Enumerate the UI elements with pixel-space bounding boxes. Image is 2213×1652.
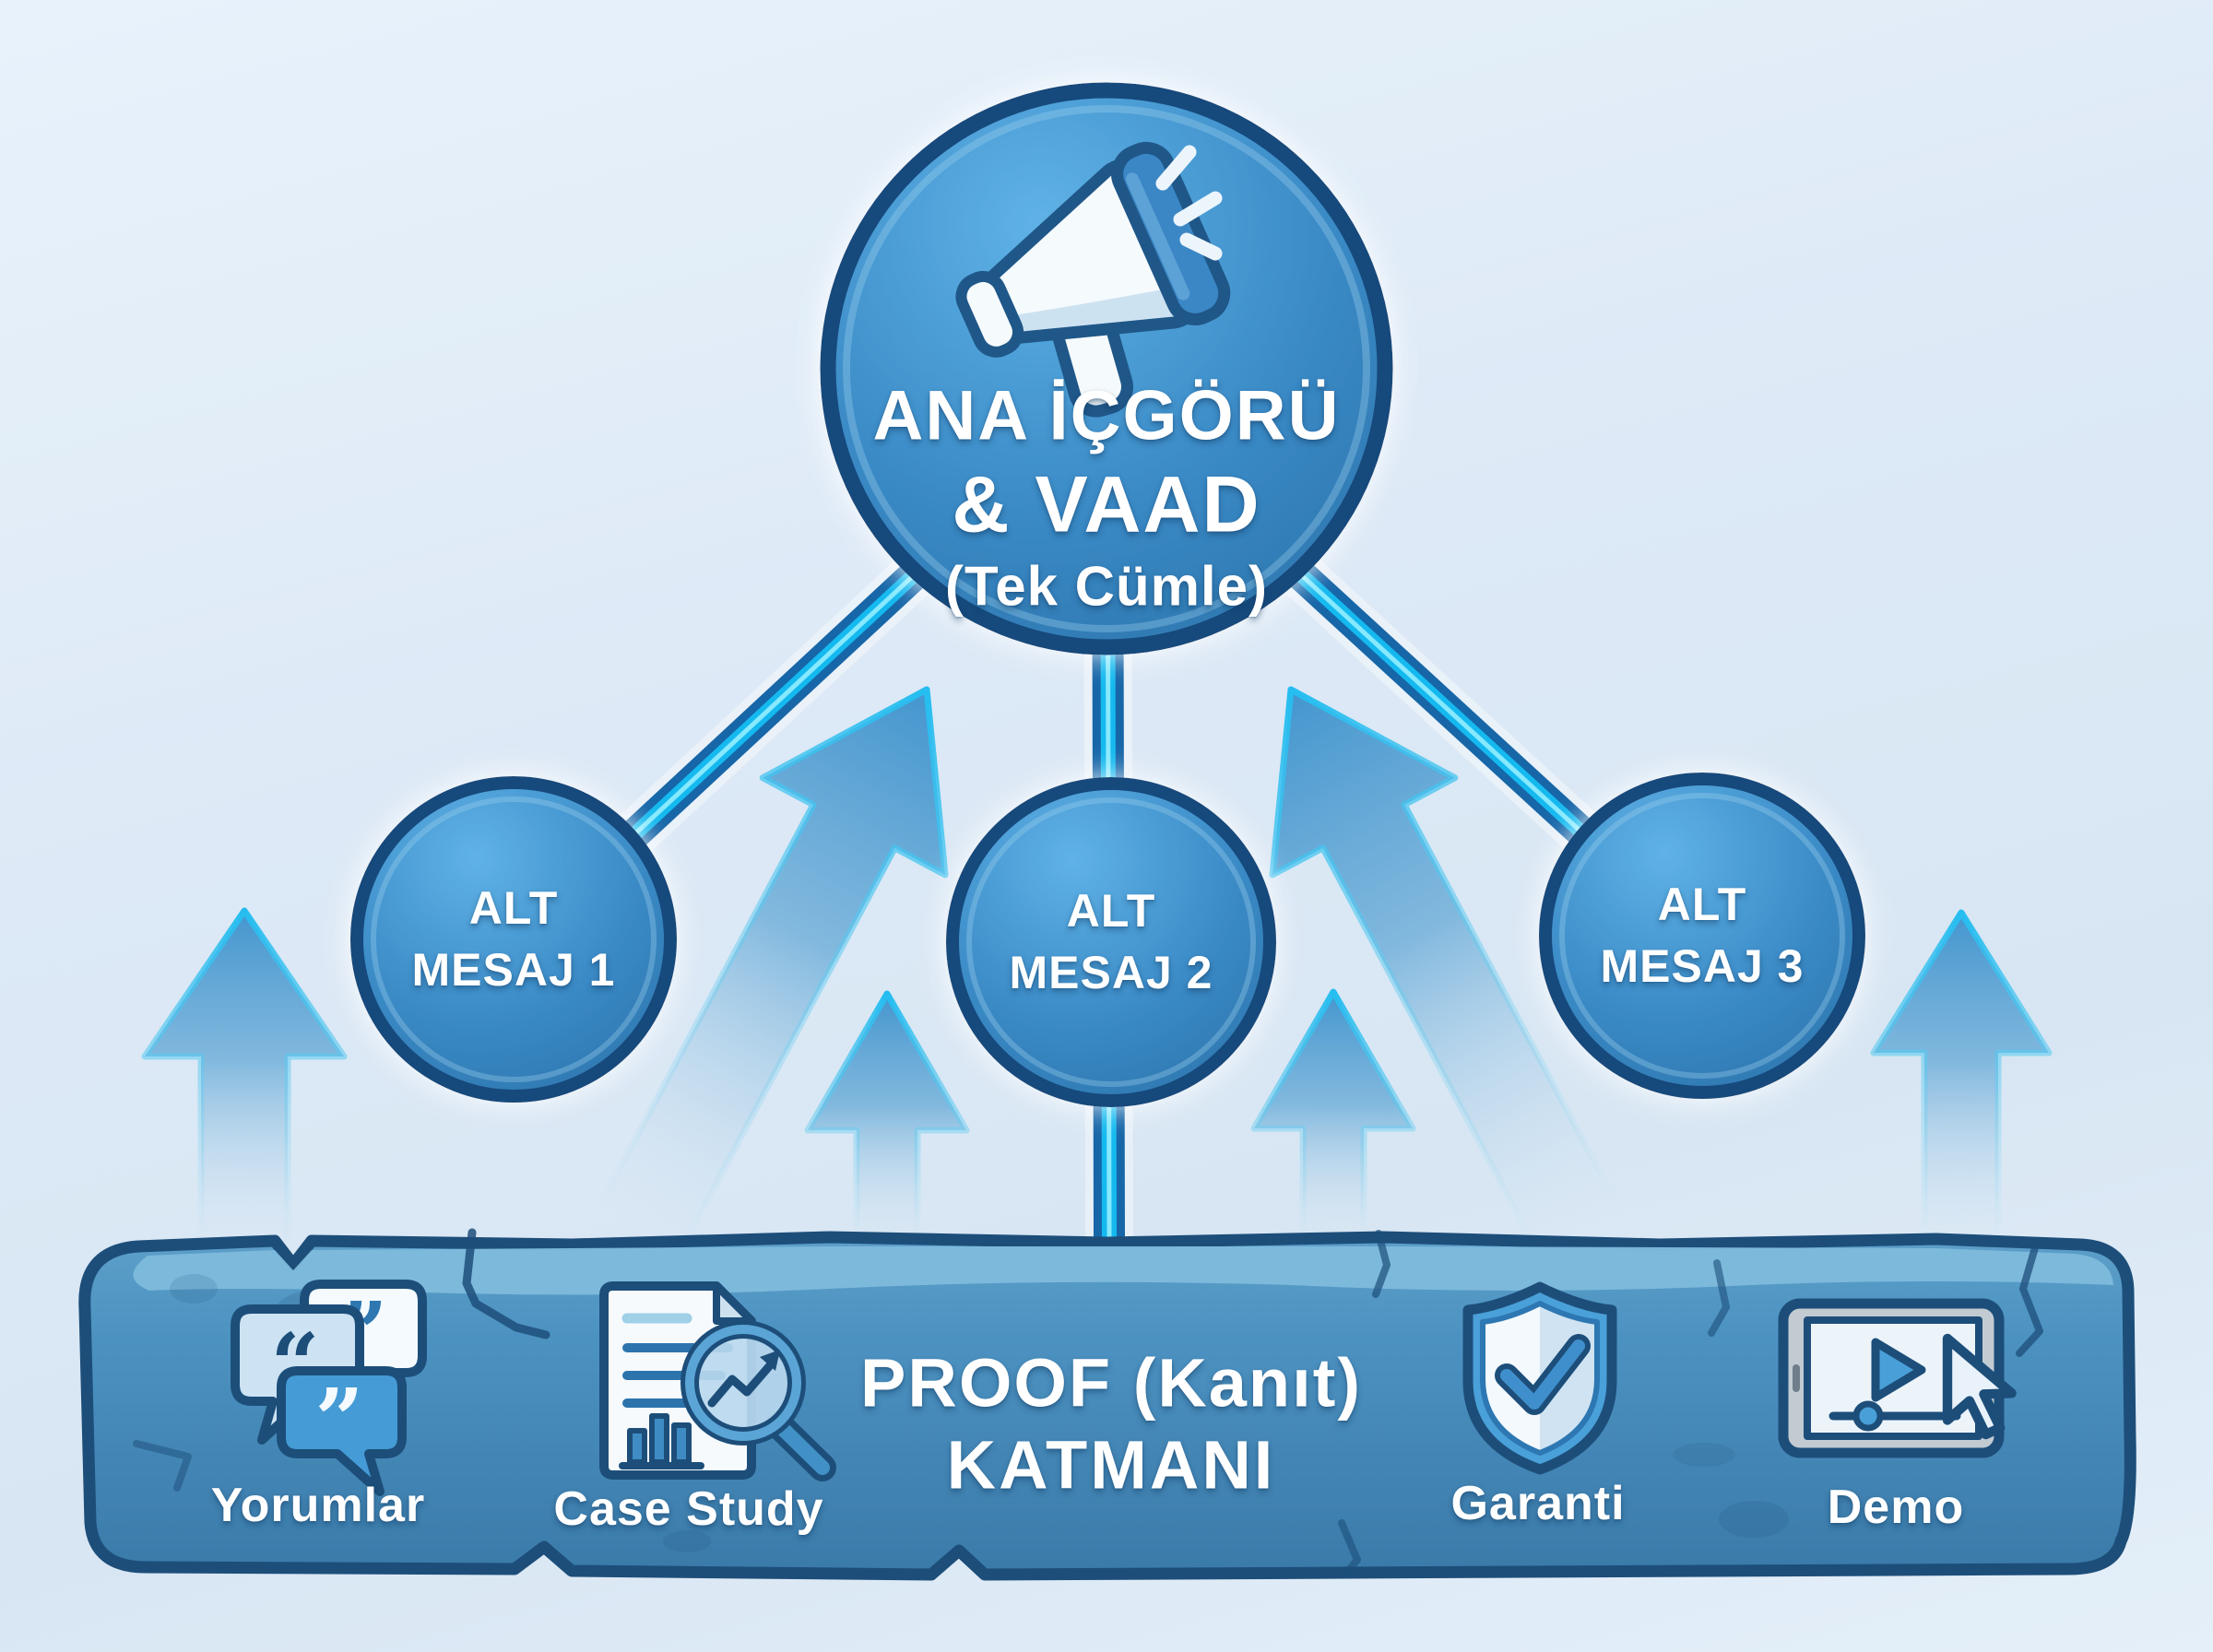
top-node-line1: ANA İÇGÖRÜ	[872, 376, 1341, 455]
up-arrow-diagonal-right	[1269, 686, 1621, 1252]
quote-close-glyph: ”	[315, 1370, 364, 1469]
up-arrow-diagonal-left	[597, 686, 949, 1252]
proof-bar-title-line2: KATMANI	[946, 1426, 1276, 1504]
proof-bar-title-line1: PROOF (Kanıt)	[860, 1344, 1362, 1422]
proof-icons: ” “ ”	[231, 1280, 2017, 1496]
up-arrow-far-left	[141, 907, 348, 1246]
sub-node-1-line1: ALT	[468, 882, 559, 934]
sound-waves-icon	[1155, 145, 1223, 261]
video-player-icon	[1778, 1298, 2017, 1458]
sub-node-3-circle	[1539, 773, 1865, 1099]
proof-bar	[78, 1228, 2136, 1581]
up-arrow-small-right	[1250, 988, 1416, 1243]
up-arrow-small-left	[804, 990, 970, 1245]
cursor-icon	[1942, 1333, 2017, 1440]
proof-bar-slab	[78, 1231, 2136, 1581]
top-node-line3: (Tek Cümle)	[945, 555, 1268, 618]
proof-item-label-garanti: Garanti	[1450, 1477, 1626, 1530]
proof-item-label-case-study: Case Study	[553, 1482, 824, 1536]
speech-bubbles-icon: ” “ ”	[231, 1280, 427, 1496]
sub-node-2-line2: MESAJ 2	[1009, 947, 1213, 998]
shield-check-icon	[1462, 1281, 1617, 1475]
sub-node-3-line1: ALT	[1657, 879, 1747, 930]
bar-chart-glyph	[619, 1413, 704, 1469]
magnifier-glyph	[680, 1320, 836, 1481]
proof-item-label-demo: Demo	[1827, 1481, 1965, 1534]
sub-node-1-line2: MESAJ 1	[411, 944, 616, 996]
document-magnifier-icon	[599, 1281, 836, 1481]
sub-node-2-line1: ALT	[1066, 885, 1156, 937]
play-glyph	[1871, 1338, 1926, 1402]
up-arrow-far-right	[1870, 909, 2053, 1246]
sub-node-2-circle	[946, 777, 1276, 1107]
proof-bar-cracks	[133, 1228, 2043, 1575]
proof-item-label-yorumlar: Yorumlar	[210, 1479, 426, 1532]
megaphone-icon	[955, 141, 1231, 418]
sub-node-1-circle	[350, 776, 677, 1103]
sub-node-3-line2: MESAJ 3	[1600, 940, 1805, 992]
top-node-line2: & VAAD	[952, 460, 1261, 549]
